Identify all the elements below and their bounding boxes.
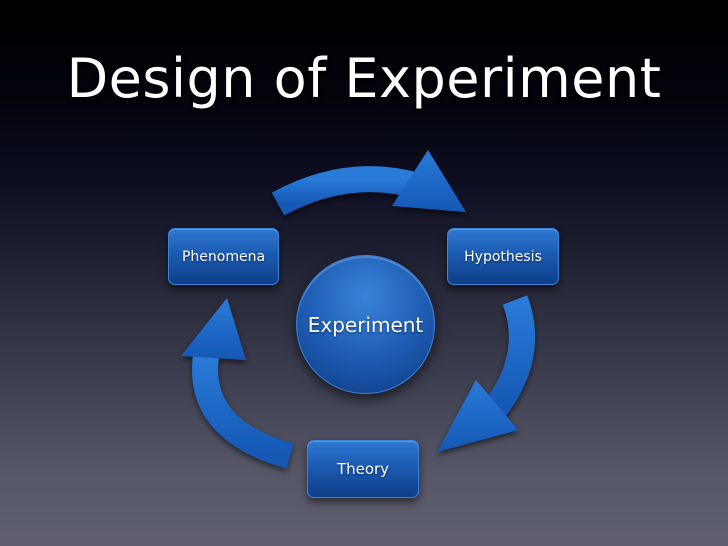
node-phenomena: Phenomena bbox=[168, 228, 279, 285]
arrow-theory-to-phenomena bbox=[181, 298, 294, 469]
arrow-hypothesis-to-theory bbox=[437, 295, 535, 452]
slide-title: Design of Experiment bbox=[66, 47, 662, 110]
node-theory: Theory bbox=[307, 440, 419, 498]
arrow-phenomena-to-hypothesis bbox=[271, 150, 466, 216]
center-experiment-circle: Experiment bbox=[296, 255, 435, 394]
node-hypothesis: Hypothesis bbox=[447, 228, 559, 285]
